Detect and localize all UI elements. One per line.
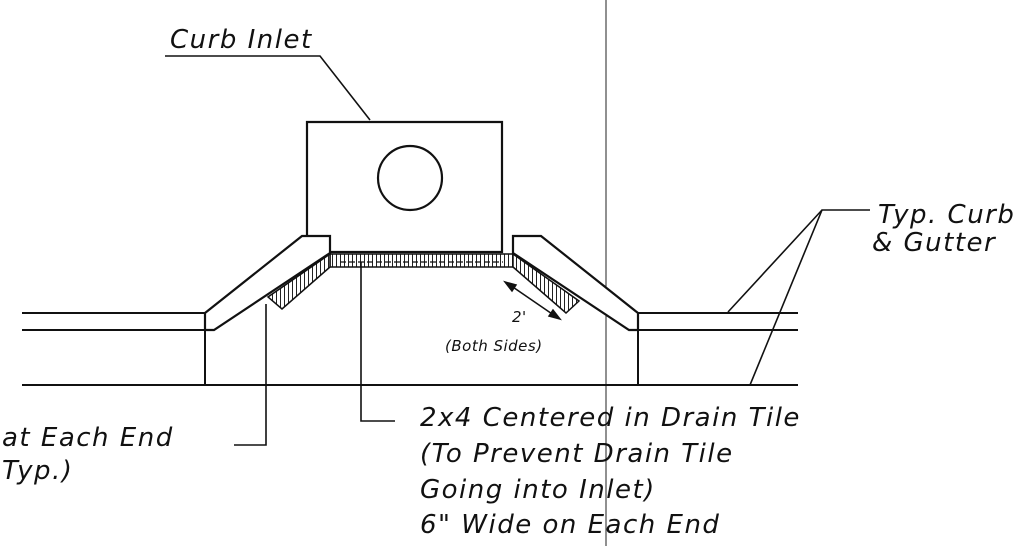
- typ-curb-label: Typ. Curb: [878, 200, 1016, 230]
- note-line-1: 2x4 Centered in Drain Tile: [420, 403, 801, 433]
- drain-tile: [268, 254, 579, 313]
- typ-partial-label: Typ.): [2, 456, 74, 486]
- dimension-label: 2': [512, 308, 527, 326]
- curb-wings: [205, 236, 638, 330]
- inlet-pipe-opening: [378, 146, 442, 210]
- dimension-arrow: [505, 282, 560, 319]
- note-line-4: 6" Wide on Each End: [420, 510, 721, 540]
- note-line-3: Going into Inlet): [420, 475, 656, 505]
- pavement-lines: [22, 313, 798, 385]
- at-each-end-label: at Each End: [2, 423, 174, 453]
- gutter-label: & Gutter: [872, 228, 997, 258]
- curb-inlet-box: [307, 122, 502, 252]
- note-line-2: (To Prevent Drain Tile: [420, 439, 734, 469]
- both-sides-label: (Both Sides): [445, 337, 543, 355]
- leader-lines: [165, 56, 870, 445]
- curb-inlet-label: Curb Inlet: [170, 25, 313, 55]
